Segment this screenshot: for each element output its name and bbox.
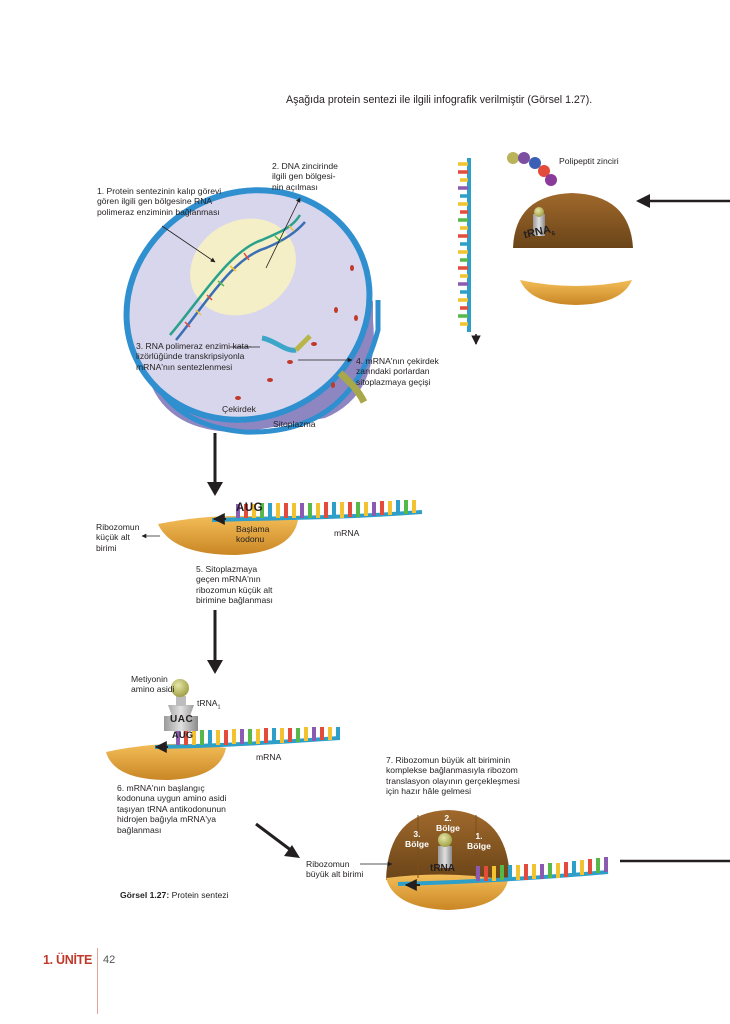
label-step2: 2. DNA zincirinde ilgili gen bölgesi- ni…: [272, 161, 338, 192]
label-large-subunit: Ribozomun büyük alt birimi: [306, 859, 364, 880]
label-mrna-step6: mRNA: [256, 752, 282, 762]
step7-complex: [360, 810, 730, 910]
label-trna1: tRNA1: [197, 698, 221, 711]
label-step3: 3. RNA polimeraz enzimi kata- lizörlüğün…: [136, 341, 252, 372]
label-site2: 2. Bölge: [436, 813, 460, 834]
intro-text: Aşağıda protein sentezi ile ilgili infog…: [286, 94, 593, 106]
label-step7: 7. Ribozomun büyük alt biriminin komplek…: [386, 755, 520, 797]
label-site3: 3. Bölge: [405, 829, 429, 850]
anticodon-uac: UAC: [170, 714, 194, 725]
page-number: 42: [103, 954, 116, 966]
label-site1: 1. Bölge: [467, 831, 491, 852]
label-trna-step7: tRNA: [430, 863, 455, 874]
label-step5: 5. Sitoplazmaya geçen mRNA'nın ribozomun…: [196, 564, 273, 606]
footer-divider: [97, 948, 99, 1014]
label-methionine: Metiyonin amino asidi: [131, 674, 175, 695]
label-small-subunit: Ribozomun küçük alt birimi: [96, 522, 140, 553]
arrow-diagonal: [255, 822, 300, 858]
nucleus-diagram: [123, 187, 381, 435]
top-right-translation: [458, 152, 730, 345]
label-sitoplazma: Sitoplazma: [273, 419, 316, 429]
label-start-codon: Başlama kodonu: [236, 524, 270, 545]
codon-aug-step6: AUG: [172, 730, 194, 740]
codon-aug-step5: AUG: [236, 502, 264, 514]
arrow-down-1: [207, 433, 223, 496]
label-step1: 1. Protein sentezinin kalıp görevi gören…: [97, 186, 222, 217]
step6-complex: [106, 679, 341, 780]
unit-label: 1. ÜNİTE: [43, 953, 92, 967]
label-cekirdek: Çekirdek: [222, 404, 256, 414]
label-polypeptide: Polipeptit zinciri: [559, 156, 619, 166]
label-step4: 4. mRNA'nın çekirdek zarındaki porlardan…: [356, 356, 439, 387]
figure-caption: Görsel 1.27: Protein sentezi: [120, 890, 229, 900]
label-mrna-step5: mRNA: [334, 528, 360, 538]
arrow-down-2: [207, 610, 223, 674]
label-step6: 6. mRNA'nın başlangıç kodonuna uygun ami…: [117, 783, 227, 835]
step5-complex: [141, 500, 423, 555]
